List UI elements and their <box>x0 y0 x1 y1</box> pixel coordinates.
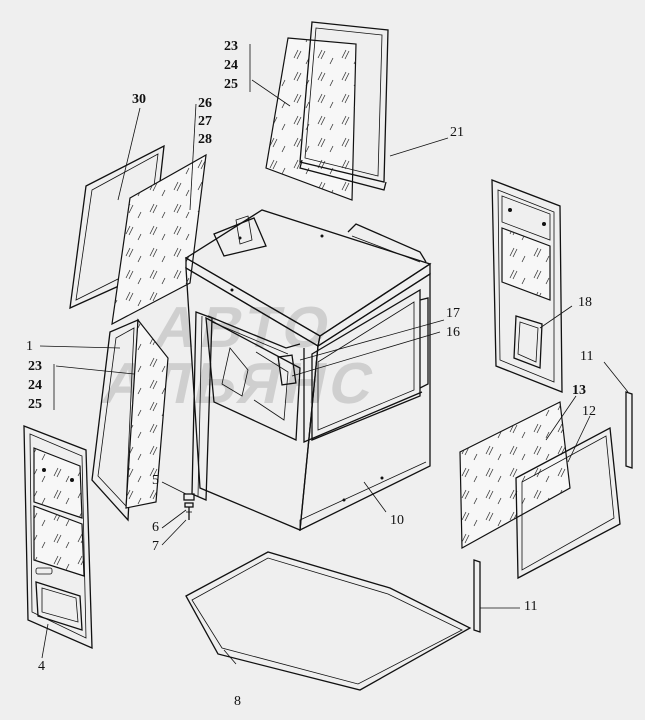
callout-8: 8 <box>234 694 241 709</box>
callout-25b: 25 <box>28 397 42 412</box>
callout-11-lower: 11 <box>524 599 538 614</box>
callout-1: 1 <box>26 339 33 354</box>
floor-seal <box>185 551 472 691</box>
callout-23b: 23 <box>28 359 42 374</box>
callout-26: 26 <box>198 96 212 111</box>
callout-7: 7 <box>152 539 159 554</box>
door-left <box>23 425 93 650</box>
leader-lines <box>39 44 629 665</box>
callout-12: 12 <box>582 404 596 419</box>
callout-13: 13 <box>572 383 586 398</box>
callout-23a: 23 <box>224 39 238 54</box>
side-window-glass-26 <box>111 153 207 326</box>
callout-28: 28 <box>198 132 212 147</box>
side-glass-13 <box>459 401 571 550</box>
callout-11-upper: 11 <box>580 349 594 364</box>
callout-5: 5 <box>152 473 159 488</box>
callout-24b: 24 <box>28 378 42 393</box>
callout-17: 17 <box>446 306 460 321</box>
callout-6: 6 <box>152 520 159 535</box>
callout-21: 21 <box>450 125 464 140</box>
rear-window-seal <box>299 21 389 191</box>
callout-16: 16 <box>446 325 460 340</box>
cab-body <box>184 209 432 532</box>
door-glass-left <box>91 318 169 522</box>
callout-10: 10 <box>390 513 404 528</box>
side-seal-12 <box>515 426 621 580</box>
callout-4: 4 <box>38 659 45 674</box>
bolt <box>183 493 195 520</box>
callout-27: 27 <box>198 114 212 129</box>
callout-30: 30 <box>132 92 146 107</box>
callout-25a: 25 <box>224 77 238 92</box>
callout-18: 18 <box>578 295 592 310</box>
callout-24a: 24 <box>224 58 238 73</box>
seal-strip-11-upper <box>625 391 633 469</box>
door-right <box>491 179 563 393</box>
rear-window-glass <box>265 37 357 201</box>
seal-strip-11-lower <box>473 559 481 633</box>
